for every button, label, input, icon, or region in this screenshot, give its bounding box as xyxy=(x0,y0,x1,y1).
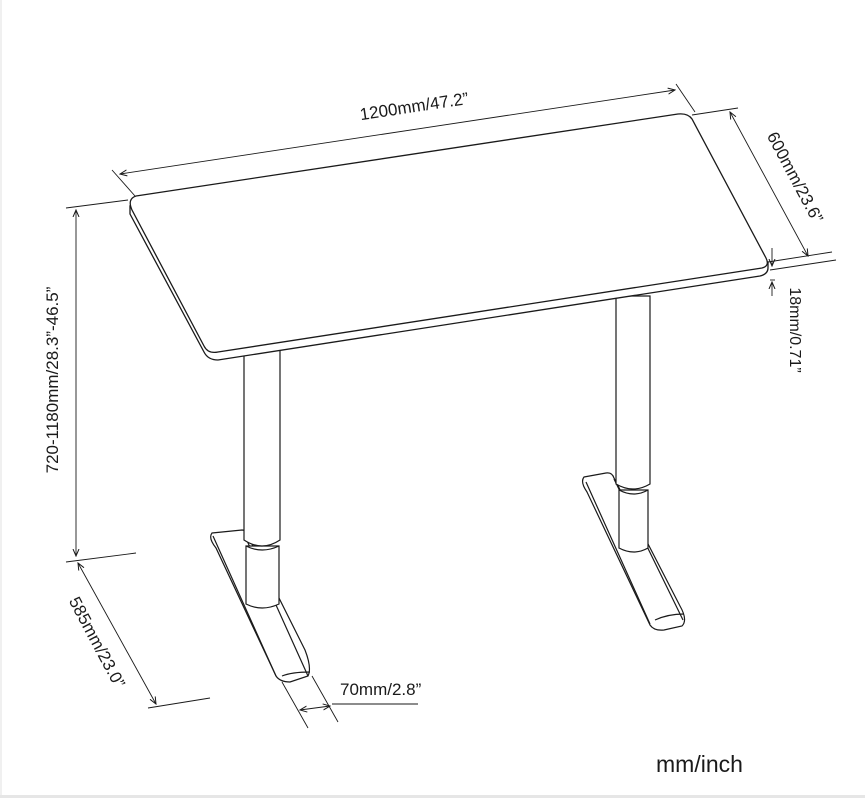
foot-width-label: 70mm/2.8” xyxy=(340,680,422,699)
units-caption: mm/inch xyxy=(656,751,743,777)
right-leg xyxy=(581,295,686,631)
thickness-dimension xyxy=(770,248,837,296)
right-lower-column xyxy=(618,489,649,553)
left-leg xyxy=(210,349,311,683)
depth-dimension xyxy=(691,107,833,263)
foot-length-label: 585mm/23.0” xyxy=(65,594,129,692)
foot-width-dimension xyxy=(281,675,418,729)
right-upper-column xyxy=(615,295,651,490)
depth-label: 600mm/23.6” xyxy=(763,129,827,227)
desk-top xyxy=(129,113,769,361)
height-dimension xyxy=(65,199,137,563)
width-dimension xyxy=(111,83,696,197)
desk-top-surface xyxy=(129,113,768,354)
foot-length-dimension xyxy=(78,563,211,709)
height-label: 720-1180mm/28.3”-46.5” xyxy=(43,286,62,473)
left-edge xyxy=(0,0,2,798)
left-lower-column xyxy=(245,545,280,609)
bottom-edge xyxy=(0,795,865,798)
width-label: 1200mm/47.2” xyxy=(359,89,471,124)
thickness-label: 18mm/0.71” xyxy=(786,287,803,372)
left-upper-column xyxy=(243,349,281,547)
